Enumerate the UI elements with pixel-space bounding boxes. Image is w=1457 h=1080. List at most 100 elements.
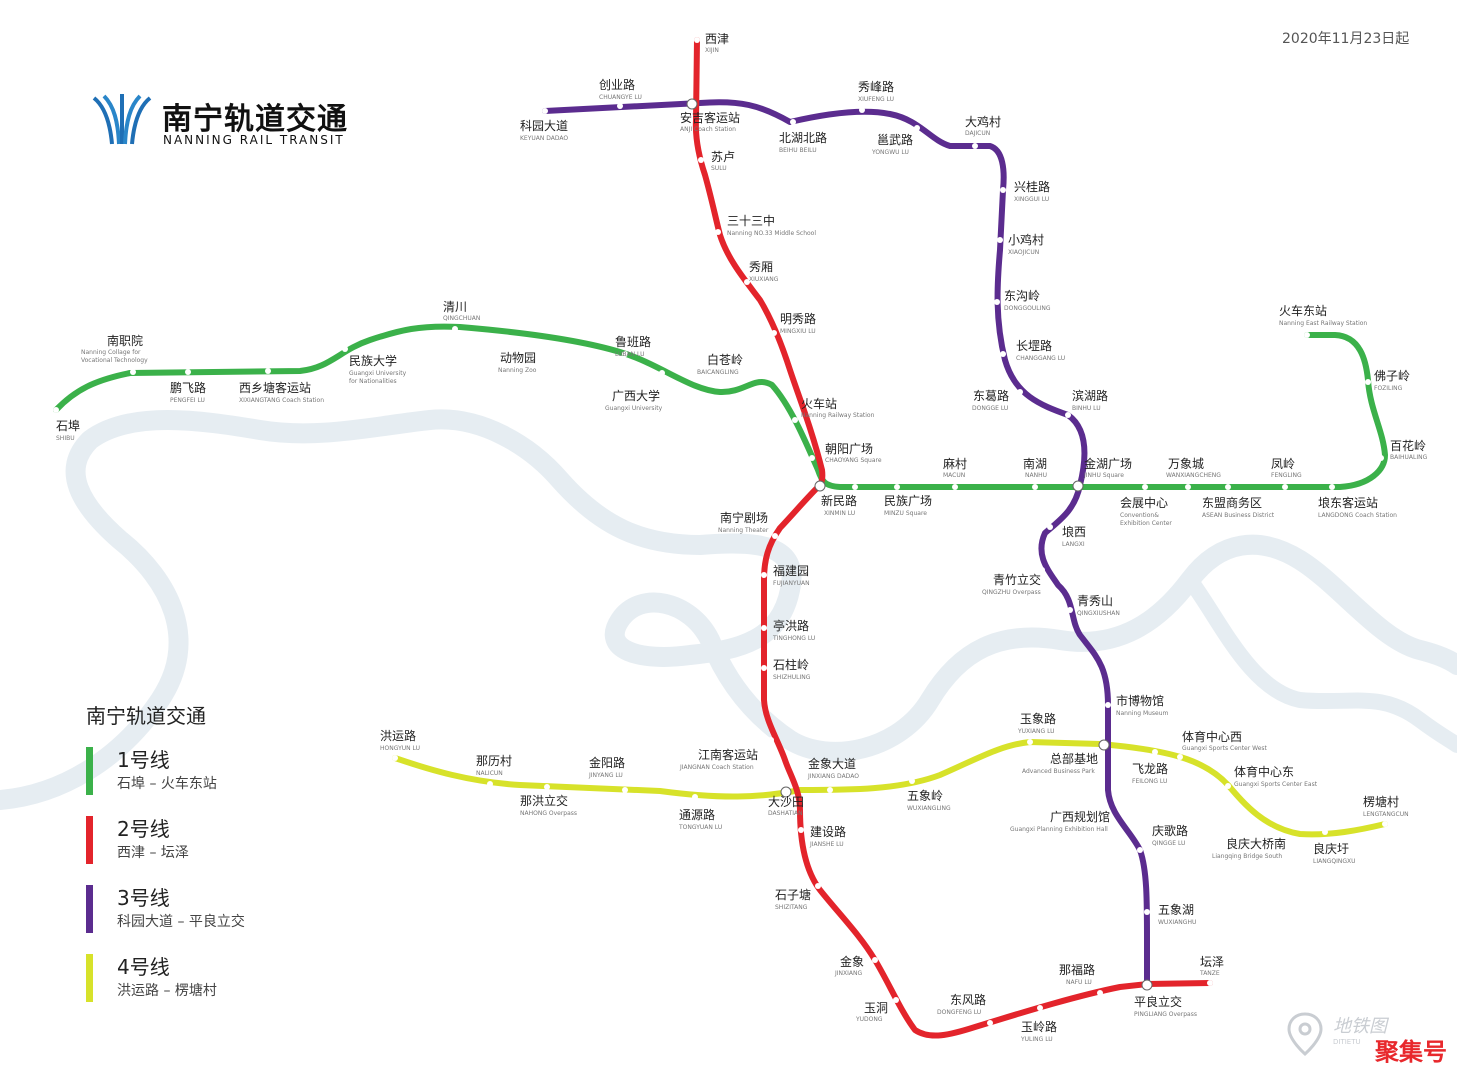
station-tiyudong: 体育中心东 bbox=[1234, 764, 1294, 779]
station-tongyuanlu: 通源路 bbox=[679, 807, 715, 822]
station-changganglu: 长堽路 bbox=[1016, 338, 1052, 353]
station-liangqingxu: 良庆圩 bbox=[1313, 841, 1349, 856]
svg-text:BEIHU BEILU: BEIHU BEILU bbox=[779, 147, 817, 154]
svg-text:TANZE: TANZE bbox=[1199, 970, 1220, 977]
station-nafulu: 那福路 bbox=[1059, 962, 1095, 977]
svg-text:JIANGNAN Coach Station: JIANGNAN Coach Station bbox=[679, 764, 754, 771]
station-jinxiangdadao: 金象大道 bbox=[808, 756, 856, 771]
svg-text:YUDONG: YUDONG bbox=[855, 1016, 883, 1023]
watermark-site: 地铁图 bbox=[1333, 1016, 1387, 1037]
svg-text:WUXIANGHU: WUXIANGHU bbox=[1158, 919, 1196, 926]
svg-text:QINGGE LU: QINGGE LU bbox=[1152, 840, 1185, 847]
line-1 bbox=[53, 323, 1388, 490]
svg-text:MINGXIU LU: MINGXIU LU bbox=[780, 328, 816, 335]
svg-text:FUJIANYUAN: FUJIANYUAN bbox=[773, 580, 810, 587]
svg-text:CHANGGANG LU: CHANGGANG LU bbox=[1016, 355, 1065, 362]
station-xiufenglu: 秀峰路 bbox=[858, 79, 894, 94]
svg-text:XIUXIANG: XIUXIANG bbox=[749, 276, 779, 283]
line-legend: 南宁轨道交通 1号线 石埠 – 火车东站 2号线 西津 – 坛泽 3号线 科园大… bbox=[86, 700, 346, 1023]
svg-text:WANXIANGCHENG: WANXIANGCHENG bbox=[1166, 472, 1221, 479]
station-dashatian: 大沙田 bbox=[768, 795, 804, 809]
station-beihubeilu: 北湖北路 bbox=[779, 130, 827, 145]
station-dots bbox=[53, 37, 1388, 1026]
station-feilonglu: 飞龙路 bbox=[1132, 761, 1168, 776]
legend-line-name: 3号线 bbox=[117, 886, 170, 910]
svg-text:SULU: SULU bbox=[711, 165, 727, 172]
svg-text:HONGYUN LU: HONGYUN LU bbox=[380, 745, 420, 752]
station-guangxidaxue: 广西大学 bbox=[612, 388, 660, 403]
station-qingchuan: 清川 bbox=[443, 300, 467, 314]
svg-text:Exhibition Center: Exhibition Center bbox=[1120, 520, 1172, 527]
station-nanzhiyuan: 南职院 bbox=[107, 333, 143, 348]
svg-text:XIXIANGTANG Coach Station: XIXIANGTANG Coach Station bbox=[239, 397, 324, 404]
svg-text:Nanning Zoo: Nanning Zoo bbox=[498, 367, 537, 374]
svg-text:QINGZHU Overpass: QINGZHU Overpass bbox=[982, 589, 1041, 596]
svg-text:MACUN: MACUN bbox=[943, 472, 965, 479]
station-binhulu: 滨湖路 bbox=[1072, 388, 1108, 403]
station-xiaojicun: 小鸡村 bbox=[1008, 232, 1044, 247]
legend-line-name: 2号线 bbox=[117, 817, 170, 841]
svg-text:YUXIANG LU: YUXIANG LU bbox=[1017, 728, 1055, 735]
station-langxi: 埌西 bbox=[1062, 524, 1086, 539]
legend-item-line-4: 4号线 洪运路 – 楞塘村 bbox=[86, 954, 346, 1023]
station-minzudaxue: 民族大学 bbox=[349, 353, 397, 368]
legend-line-range: 洪运路 – 楞塘村 bbox=[117, 983, 217, 999]
station-xiuxiang: 秀厢 bbox=[749, 260, 773, 274]
svg-text:FEILONG LU: FEILONG LU bbox=[1132, 778, 1167, 785]
station-chuangyelu: 创业路 bbox=[599, 77, 635, 92]
svg-text:SHIBU: SHIBU bbox=[56, 435, 75, 442]
svg-text:FOZILING: FOZILING bbox=[1374, 385, 1403, 392]
station-jinyanglu: 金阳路 bbox=[589, 755, 625, 770]
svg-text:WUXIANGLING: WUXIANGLING bbox=[907, 805, 951, 812]
svg-text:YULING LU: YULING LU bbox=[1020, 1036, 1053, 1043]
station-guihuaguan: 广西规划馆 bbox=[1050, 809, 1110, 824]
svg-text:Liangqing Bridge South: Liangqing Bridge South bbox=[1212, 853, 1282, 860]
svg-text:DAJICUN: DAJICUN bbox=[965, 130, 990, 137]
svg-text:CHAOYANG Square: CHAOYANG Square bbox=[825, 457, 882, 464]
svg-text:Guangxi Sports Center West: Guangxi Sports Center West bbox=[1182, 745, 1268, 752]
svg-text:JINHU Square: JINHU Square bbox=[1083, 472, 1124, 479]
svg-text:SHIZHULING: SHIZHULING bbox=[773, 674, 811, 681]
station-xinminlu: 新民路 bbox=[821, 493, 857, 508]
station-qinggelu: 庆歌路 bbox=[1152, 823, 1188, 838]
station-donggelu: 东葛路 bbox=[973, 388, 1009, 403]
svg-text:XIUFENG LU: XIUFENG LU bbox=[858, 96, 894, 103]
svg-text:JINYANG LU: JINYANG LU bbox=[588, 772, 623, 779]
station-anji: 安吉客运站 bbox=[680, 110, 740, 125]
svg-text:FENGLING: FENGLING bbox=[1271, 472, 1302, 479]
station-huizhan: 会展中心 bbox=[1120, 495, 1168, 510]
svg-text:ASEAN Business District: ASEAN Business District bbox=[1202, 512, 1275, 519]
station-shibu: 石埠 bbox=[56, 419, 80, 433]
svg-text:NAFU LU: NAFU LU bbox=[1066, 979, 1092, 986]
svg-text:TINGHONG LU: TINGHONG LU bbox=[772, 635, 815, 642]
map-pin-icon bbox=[1287, 1012, 1323, 1056]
legend-line-range: 科园大道 – 平良立交 bbox=[117, 914, 245, 930]
station-yongwulu: 邕武路 bbox=[877, 132, 913, 147]
station-minzuguangchang: 民族广场 bbox=[884, 494, 932, 508]
svg-text:DASHATIAN: DASHATIAN bbox=[768, 810, 803, 817]
svg-text:LENGTANGCUN: LENGTANGCUN bbox=[1363, 811, 1409, 818]
station-yuxianglu: 玉象路 bbox=[1020, 711, 1056, 726]
effective-date: 2020年11月23日起 bbox=[1282, 31, 1410, 47]
svg-text:JIANSHE LU: JIANSHE LU bbox=[809, 841, 844, 848]
legend-item-line-1: 1号线 石埠 – 火车东站 bbox=[86, 747, 346, 816]
svg-text:ANJI Coach Station: ANJI Coach Station bbox=[680, 126, 736, 133]
station-qingxiushan: 青秀山 bbox=[1077, 594, 1113, 608]
svg-text:Guangxi Planning Exhibition Ha: Guangxi Planning Exhibition Hall bbox=[1010, 826, 1108, 833]
svg-text:PINGLIANG Overpass: PINGLIANG Overpass bbox=[1134, 1011, 1197, 1018]
station-sanshisanzhong: 三十三中 bbox=[727, 213, 775, 228]
station-mingxiulu: 明秀路 bbox=[780, 311, 816, 326]
logo-mark-icon bbox=[92, 94, 152, 145]
station-shizitang: 石子塘 bbox=[775, 887, 811, 902]
station-bowuguan: 市博物馆 bbox=[1116, 693, 1164, 708]
legend-item-line-3: 3号线 科园大道 – 平良立交 bbox=[86, 885, 346, 954]
svg-text:XIAOJICUN: XIAOJICUN bbox=[1008, 249, 1039, 256]
station-lubanlu: 鲁班路 bbox=[615, 334, 651, 349]
station-chaoyang: 朝阳广场 bbox=[825, 442, 873, 456]
station-pingliang: 平良立交 bbox=[1134, 994, 1182, 1009]
station-keyuan: 科园大道 bbox=[520, 119, 568, 133]
svg-text:Nanning East Railway Station: Nanning East Railway Station bbox=[1279, 320, 1367, 327]
station-yudong: 玉洞 bbox=[864, 1001, 888, 1015]
station-dajicun: 大鸡村 bbox=[965, 114, 1001, 129]
svg-text:Vocational Technology: Vocational Technology bbox=[81, 357, 148, 364]
